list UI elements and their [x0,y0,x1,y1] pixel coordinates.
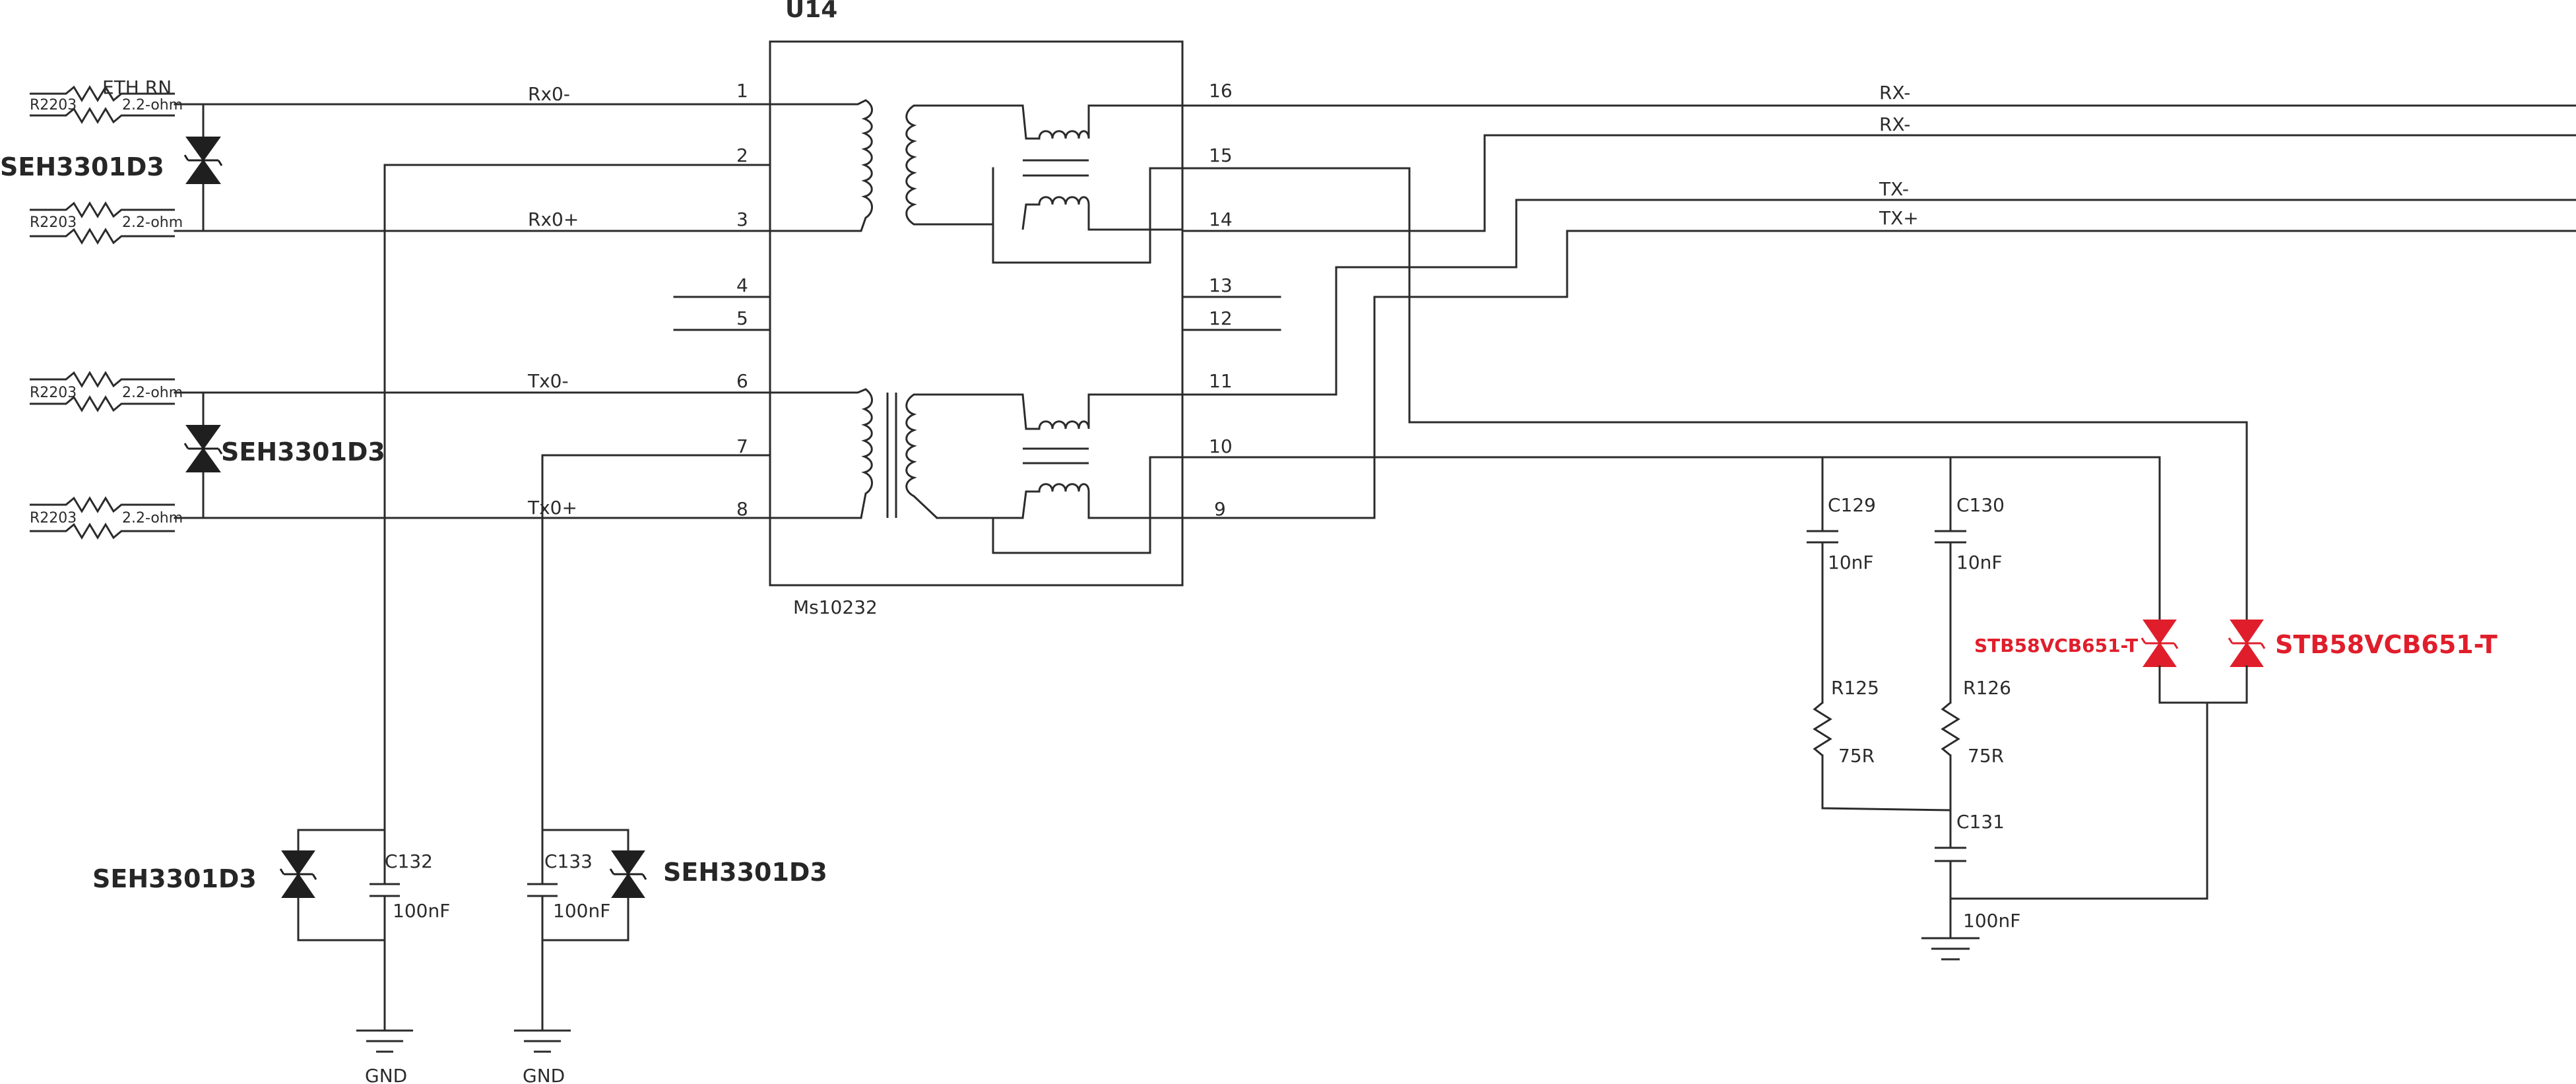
c130-value: 10nF [1956,552,2002,573]
r126-ref: R126 [1963,677,2011,699]
pin-15-wire [1181,167,2248,635]
c131-value: 100nF [1963,910,2020,932]
tvs-c133-icon [609,850,647,898]
pin-2-wire [383,164,771,885]
tvs-rx-icon [183,137,223,184]
r125-ref: R125 [1831,677,1879,699]
tvs-c133-name: SEH3301D3 [663,858,827,887]
resistor-array-rx [30,85,175,245]
pin-10: 10 [1209,435,1233,457]
pin-4: 4 [736,274,748,296]
gnd-2-label: GND [523,1065,565,1084]
ra-part-1: R2203 [30,97,77,113]
rx0-plus-label: Rx0+ [528,208,579,230]
rx-minus-1-label: RX- [1879,82,1910,104]
tx-minus-wire [1181,199,2576,396]
tx0-plus-label: Tx0+ [527,497,577,519]
pin-7-wire [541,454,771,885]
ra-value-3: 2.2-ohm [122,385,183,401]
tvs-c132-icon [279,850,317,898]
c133-ref: C133 [544,850,593,872]
ra-value-1: 2.2-ohm [122,97,183,113]
pin-3: 3 [736,208,748,230]
c131-ref: C131 [1956,811,2005,833]
pin-8: 8 [736,498,748,520]
tx-plus-label: TX+ [1879,207,1919,229]
pin-11: 11 [1209,370,1233,392]
rx0-minus-label: Rx0- [528,83,570,105]
c129-value: 10nF [1828,552,1873,573]
pin-2: 2 [736,144,748,166]
lower-transformer [770,388,1184,554]
c130-ref: C130 [1956,494,2005,516]
stb-left-icon [2141,620,2179,667]
r125-value: 75R [1838,745,1875,767]
pin-15: 15 [1209,144,1233,166]
rx-minus-2-wire [1181,134,2576,232]
ra-value-4: 2.2-ohm [122,510,183,526]
tx0-minus-label: Tx0- [527,370,569,392]
pin-12: 12 [1209,307,1233,329]
c129-ref: C129 [1828,494,1876,516]
gnd-1-label: GND [365,1065,407,1084]
c130-r126-branch [1921,456,1980,961]
tvs-tx-name: SEH3301D3 [221,437,385,466]
pin-13: 13 [1209,274,1233,296]
r126-value: 75R [1968,745,2004,767]
stb-right-icon [2228,620,2266,667]
u14-box [769,40,1184,587]
pin-6: 6 [736,370,748,392]
u14-part: Ms10232 [793,596,878,618]
pin-9: 9 [1214,498,1226,520]
ra-part-2: R2203 [30,214,77,231]
c132-ref: C132 [385,850,433,872]
pin-10-wire [1181,456,2161,635]
ra-part-3: R2203 [30,385,77,401]
tx-minus-label: TX- [1879,178,1909,200]
resistor-array-tx [30,371,175,540]
ra-value-2: 2.2-ohm [122,214,183,231]
pin-16: 16 [1209,80,1233,102]
pin-5: 5 [736,307,748,329]
stb-return-wire [1949,701,2208,900]
stb-join-wire [2158,665,2248,704]
eth-rn-label: ETH RN [102,77,172,98]
c133-value: 100nF [553,900,610,922]
rx-minus-2-label: RX- [1879,113,1910,135]
tvs-rx-name: SEH3301D3 [0,152,164,181]
c132-value: 100nF [393,900,450,922]
tvs-tx-icon [183,425,223,472]
stb-right-name: STB58VCB651-T [2275,630,2497,659]
pin-7: 7 [736,435,748,457]
c129-r125-branch [1807,456,1952,812]
stb-left-name: STB58VCB651-T [1974,635,2138,656]
upper-transformer [770,99,1184,264]
u14-ref: U14 [785,0,837,23]
pin-14: 14 [1209,208,1233,230]
tvs-c132-name: SEH3301D3 [92,864,257,893]
pin-1: 1 [736,80,748,102]
tx-plus-wire [1181,230,2576,519]
ra-part-4: R2203 [30,510,77,526]
